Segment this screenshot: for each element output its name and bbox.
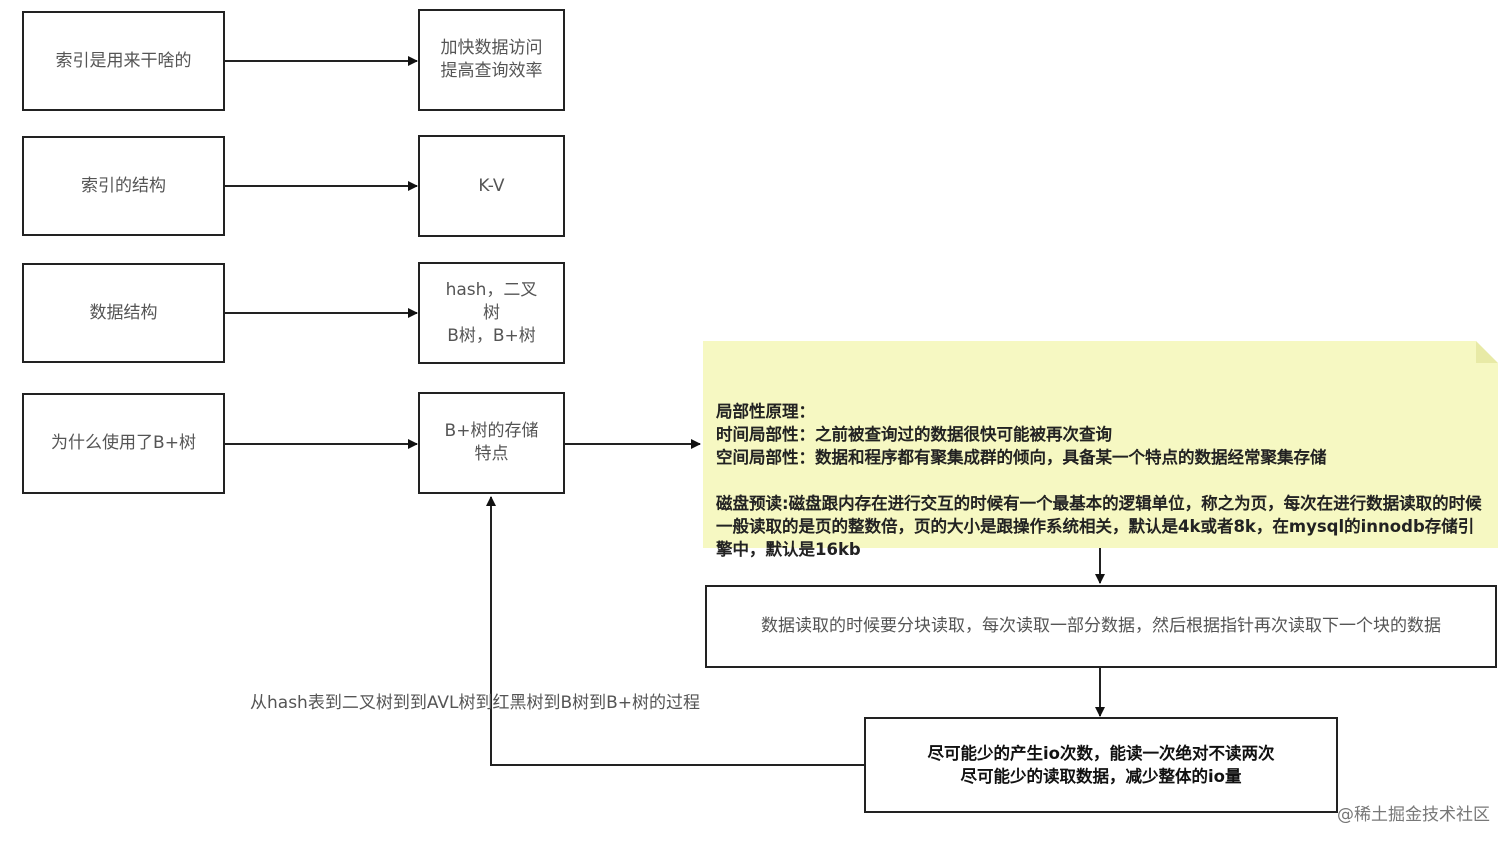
locality-note: 局部性原理： 时间局部性：之前被查询过的数据很快可能被再次查询 空间局部性：数据… <box>703 341 1498 559</box>
left-box-why-bplus-label: 为什么使用了B+树 <box>51 433 196 453</box>
right-box-storage-label: B+树的存储 特点 <box>444 421 539 464</box>
arrow-io-back-to-storage <box>486 496 864 766</box>
evolution-caption: 从hash表到二叉树到到AVL树到红黑树到B树到B+树的过程 <box>250 693 701 713</box>
right-box-benefit-label: 加快数据访问 提高查询效率 <box>440 38 543 81</box>
right-box-benefit: 加快数据访问 提高查询效率 <box>418 9 565 111</box>
left-box-purpose: 索引是用来干啥的 <box>22 11 225 111</box>
io-reduction-text: 尽可能少的产生io次数，能读一次绝对不读两次 尽可能少的读取数据，减少整体的io… <box>927 744 1275 786</box>
left-box-data-structure: 数据结构 <box>22 263 225 363</box>
right-box-types-label: hash，二叉 树 B树，B+树 <box>445 279 538 346</box>
read-by-block-text: 数据读取的时候要分块读取，每次读取一部分数据，然后根据指针再次读取下一个块的数据 <box>761 616 1441 636</box>
left-box-structure-label: 索引的结构 <box>81 175 166 196</box>
io-reduction-box: 尽可能少的产生io次数，能读一次绝对不读两次 尽可能少的读取数据，减少整体的io… <box>864 717 1338 813</box>
left-box-structure: 索引的结构 <box>22 136 225 236</box>
right-box-kv: K-V <box>418 135 565 237</box>
read-by-block-box: 数据读取的时候要分块读取，每次读取一部分数据，然后根据指针再次读取下一个块的数据 <box>705 585 1497 668</box>
right-box-types: hash，二叉 树 B树，B+树 <box>418 262 565 364</box>
watermark: @稀土掘金技术社区 <box>1337 805 1490 825</box>
left-box-data-structure-label: 数据结构 <box>89 302 158 323</box>
note-fold-corner <box>1476 341 1498 363</box>
right-box-kv-label: K-V <box>478 175 505 196</box>
locality-note-text: 局部性原理： 时间局部性：之前被查询过的数据很快可能被再次查询 空间局部性：数据… <box>716 402 1482 559</box>
right-box-storage: B+树的存储 特点 <box>418 392 565 494</box>
left-box-why-bplus: 为什么使用了B+树 <box>22 393 225 494</box>
left-box-purpose-label: 索引是用来干啥的 <box>55 50 192 71</box>
